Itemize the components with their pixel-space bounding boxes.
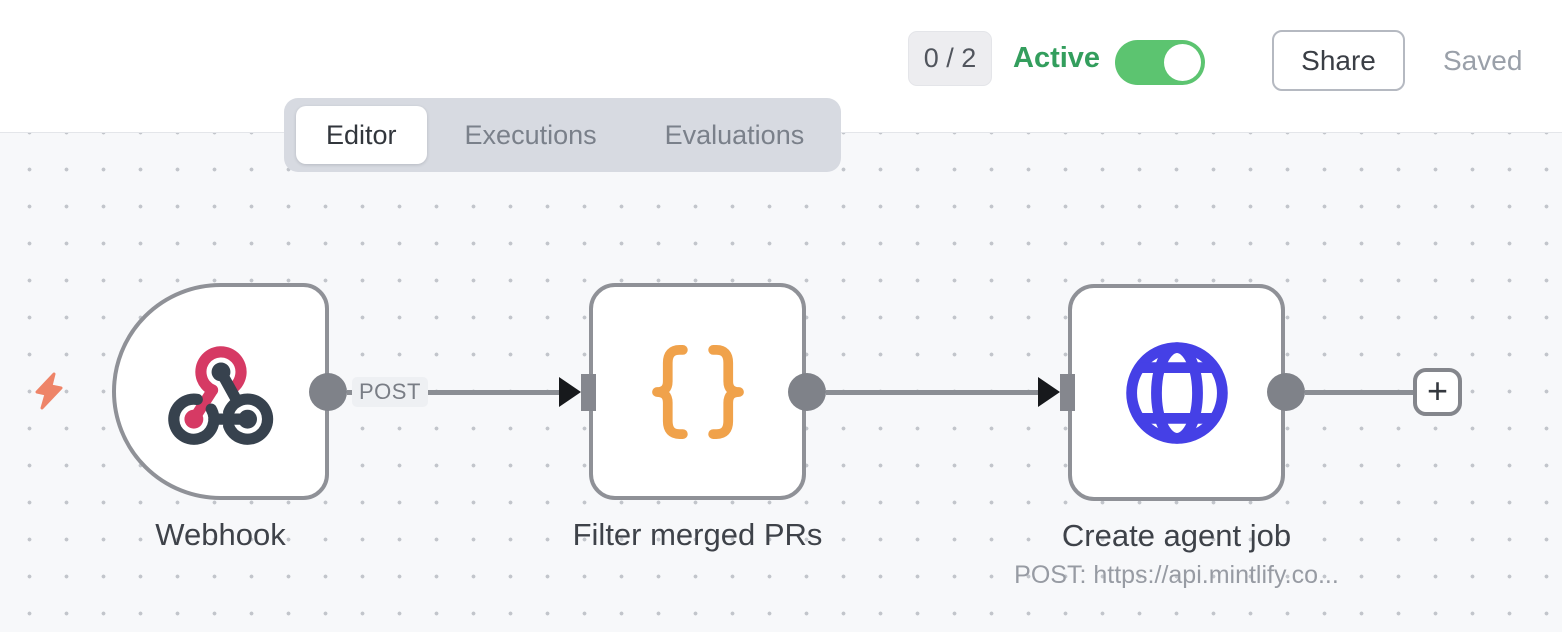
node-subtitle-create-agent-job: POST: https://api.mintlify.co...	[1014, 561, 1339, 589]
webhook-icon	[116, 287, 325, 496]
node-webhook[interactable]	[112, 283, 329, 500]
node-title-create-agent-job: Create agent job	[1061, 518, 1292, 553]
globe-icon	[1072, 288, 1281, 497]
node-filter-merged-prs[interactable]	[589, 283, 806, 500]
filter-output-port[interactable]	[788, 373, 826, 411]
issues-count-badge[interactable]: 0 / 2	[908, 31, 992, 86]
connection-create-add	[1305, 390, 1413, 395]
node-title-webhook: Webhook	[155, 517, 286, 552]
connection-post-label: POST	[352, 377, 428, 407]
node-create-agent-job[interactable]	[1068, 284, 1285, 501]
code-braces-icon	[593, 287, 802, 496]
tab-evaluations[interactable]: Evaluations	[664, 119, 805, 150]
create-input-port[interactable]	[1060, 374, 1075, 411]
create-input-arrow-icon	[1038, 377, 1060, 407]
trigger-bolt-icon	[35, 372, 63, 410]
saved-status: Saved	[1443, 44, 1523, 76]
view-tabs: Editor Executions Evaluations	[284, 98, 841, 172]
active-label: Active	[1013, 42, 1101, 74]
connection-filter-create	[826, 390, 1038, 395]
toggle-knob	[1164, 44, 1201, 81]
filter-input-arrow-icon	[559, 377, 581, 407]
filter-input-port[interactable]	[581, 374, 596, 411]
create-output-port[interactable]	[1267, 373, 1305, 411]
tab-editor[interactable]: Editor	[296, 106, 427, 164]
tab-executions[interactable]: Executions	[464, 119, 597, 150]
share-button[interactable]: Share	[1272, 30, 1405, 91]
active-toggle[interactable]	[1115, 40, 1205, 85]
node-title-filter: Filter merged PRs	[572, 517, 823, 552]
workflow-canvas[interactable]: Webhook POST Filter merged PRs	[0, 133, 1562, 632]
webhook-output-port[interactable]	[309, 373, 347, 411]
connection-webhook-filter	[347, 390, 559, 395]
add-node-button[interactable]: +	[1413, 368, 1462, 416]
